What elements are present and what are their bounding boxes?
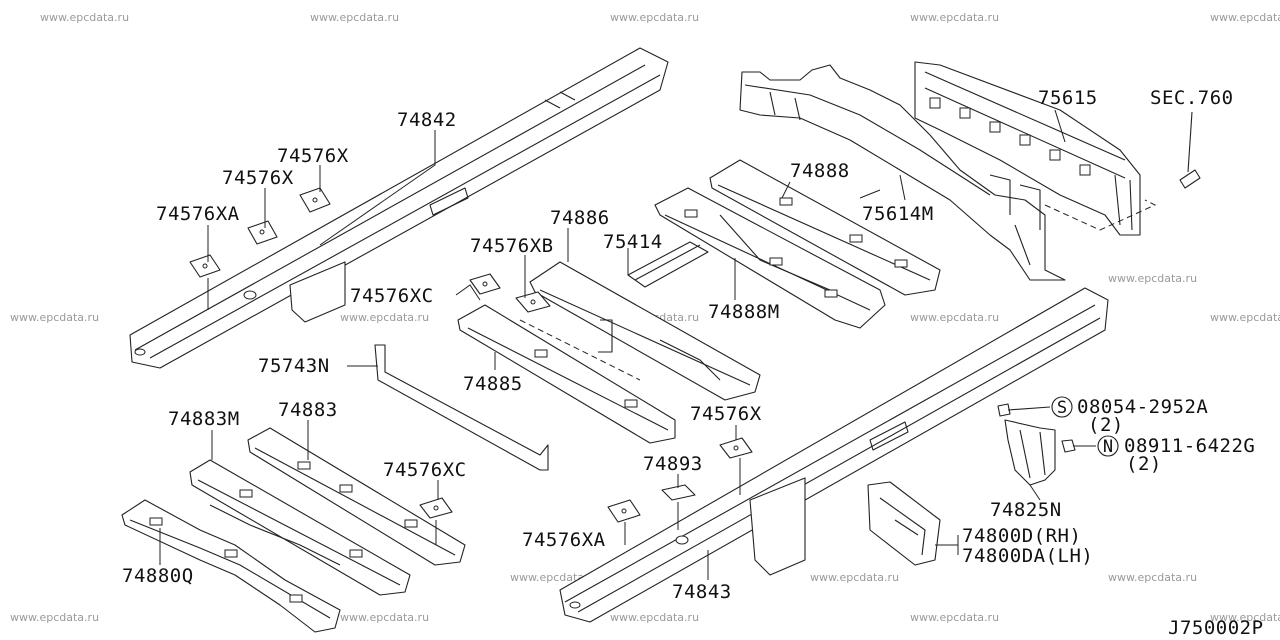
label-bolt-08054: 08054-2952A bbox=[1077, 396, 1208, 418]
rear-crossmember-75615[interactable] bbox=[914, 61, 1157, 236]
watermark: www.epcdata.ru bbox=[10, 311, 99, 324]
nut-marker-letter: N bbox=[1103, 437, 1113, 457]
label-74576xa: 74576XA bbox=[522, 529, 606, 551]
patch-74576x-upper[interactable] bbox=[299, 187, 331, 213]
label-74576x: 74576X bbox=[690, 403, 762, 425]
bolt-marker-letter: S bbox=[1057, 398, 1067, 418]
label-75614m: 75614M bbox=[862, 203, 934, 225]
label-74576x: 74576X bbox=[277, 145, 349, 167]
label-74886: 74886 bbox=[550, 207, 610, 229]
label-74888m: 74888M bbox=[708, 301, 780, 323]
drawing-code: J750002P bbox=[1168, 617, 1264, 639]
leader-lines bbox=[159, 109, 1066, 580]
nut-08911[interactable] bbox=[1061, 439, 1096, 453]
watermark: www.epcdata.ru bbox=[610, 611, 699, 624]
watermark: www.epcdata.ru bbox=[1210, 611, 1280, 624]
patch-74576xa-upper[interactable] bbox=[189, 254, 221, 278]
side-member-74842[interactable] bbox=[129, 47, 669, 369]
label-74576x: 74576X bbox=[222, 167, 294, 189]
watermark: www.epcdata.ru bbox=[310, 11, 399, 24]
watermark: www.epcdata.ru bbox=[910, 611, 999, 624]
label-74800d: 74800D(RH) bbox=[962, 525, 1081, 547]
bolt-marker bbox=[1051, 396, 1073, 418]
label-74880q: 74880Q bbox=[122, 565, 194, 587]
label-74576xa: 74576XA bbox=[156, 203, 240, 225]
label-nut-08911: 08911-6422G bbox=[1124, 435, 1255, 457]
label-74800da: 74800DA(LH) bbox=[962, 545, 1093, 567]
bolt-sec760[interactable] bbox=[1179, 111, 1201, 189]
crossmember-74886[interactable] bbox=[529, 261, 761, 401]
label-74576xc: 74576XC bbox=[350, 285, 434, 307]
label-nut-qty: (2) bbox=[1126, 453, 1162, 475]
label-74883m: 74883M bbox=[168, 408, 240, 430]
nut-marker bbox=[1097, 435, 1119, 457]
patch-74893[interactable] bbox=[661, 484, 696, 501]
crossmember-74888m[interactable] bbox=[654, 187, 886, 329]
patch-74576xa-lower[interactable] bbox=[607, 499, 641, 523]
watermark: www.epcdata.ru bbox=[1108, 272, 1197, 285]
label-74893: 74893 bbox=[643, 453, 703, 475]
label-sec760: SEC.760 bbox=[1150, 87, 1234, 109]
side-member-74843[interactable] bbox=[559, 287, 1109, 623]
patch-74576x-mid[interactable] bbox=[247, 220, 278, 245]
bracket-74825n[interactable] bbox=[1004, 419, 1056, 486]
label-74576xb: 74576XB bbox=[470, 235, 554, 257]
crossmember-74880q[interactable] bbox=[121, 499, 341, 633]
bracket-75414[interactable] bbox=[627, 241, 709, 288]
part-labels: 74842 74576X 74576X 74576XA 74886 74576X… bbox=[122, 87, 1264, 639]
crossmember-74883m[interactable] bbox=[189, 459, 411, 596]
label-74888: 74888 bbox=[790, 160, 850, 182]
watermarks: www.epcdata.ru www.epcdata.ru www.epcdat… bbox=[10, 11, 1280, 624]
watermark: www.epcdata.ru bbox=[1210, 311, 1280, 324]
watermark: www.epcdata.ru bbox=[40, 11, 129, 24]
rear-panel-75614m[interactable] bbox=[739, 64, 1066, 281]
label-74843: 74843 bbox=[672, 581, 732, 603]
watermark: www.epcdata.ru bbox=[910, 311, 999, 324]
crossmember-74883[interactable] bbox=[247, 427, 466, 566]
label-74576xc: 74576XC bbox=[383, 459, 467, 481]
watermark: www.epcdata.ru bbox=[340, 611, 429, 624]
label-74842: 74842 bbox=[397, 109, 457, 131]
watermark: www.epcdata.ru bbox=[10, 611, 99, 624]
label-74883: 74883 bbox=[278, 399, 338, 421]
bolt-08054[interactable] bbox=[997, 403, 1051, 417]
label-75414: 75414 bbox=[603, 231, 663, 253]
crossmember-74888[interactable] bbox=[709, 159, 941, 296]
patch-74576x-lower[interactable] bbox=[719, 437, 753, 459]
label-75615: 75615 bbox=[1038, 87, 1098, 109]
watermark: www.epcdata.ru bbox=[1108, 571, 1197, 584]
watermark: www.epcdata.ru bbox=[1210, 11, 1280, 24]
bracket-74800d[interactable] bbox=[867, 481, 941, 566]
label-75743n: 75743N bbox=[258, 355, 330, 377]
watermark: www.epcdata.ru bbox=[910, 11, 999, 24]
strap-75743n[interactable] bbox=[374, 344, 549, 471]
patch-74576xc-upper[interactable] bbox=[469, 273, 501, 295]
watermark: www.epcdata.ru bbox=[810, 571, 899, 584]
watermark: www.epcdata.ru bbox=[610, 11, 699, 24]
watermark: www.epcdata.ru bbox=[340, 311, 429, 324]
patch-74576xc-lower[interactable] bbox=[419, 497, 453, 519]
label-74825n: 74825N bbox=[990, 499, 1062, 521]
label-74885: 74885 bbox=[463, 373, 523, 395]
label-bolt-qty: (2) bbox=[1088, 414, 1124, 436]
crossmember-74885[interactable] bbox=[457, 304, 676, 444]
